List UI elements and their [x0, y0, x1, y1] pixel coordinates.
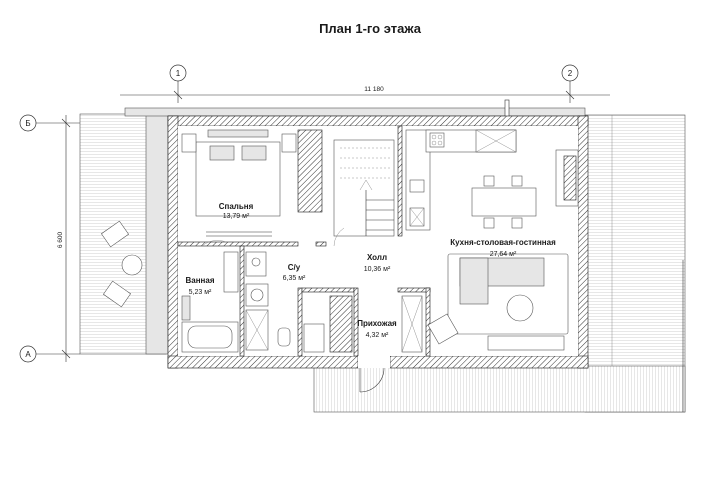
entrance-wardrobe [401, 295, 423, 353]
hall-area: 10,36 м² [364, 266, 391, 273]
axis-row-b: Б [19, 114, 80, 132]
entrance-name: Прихожая [357, 319, 397, 328]
terrace-chair-1 [100, 220, 130, 248]
dimension-horizontal: 11 180 [120, 86, 610, 100]
wc-area: 6,35 м² [283, 275, 306, 282]
axis-label-a: А [25, 350, 31, 359]
bathroom-furniture [181, 251, 239, 353]
entrance-door [358, 356, 390, 393]
entrance-area: 4,32 м² [366, 332, 389, 339]
wc-name: С/у [288, 263, 301, 272]
bedroom-door-swing [201, 240, 227, 247]
roof-overhang [124, 107, 586, 117]
bedroom-furniture [181, 129, 323, 237]
bedroom-area: 13,79 м² [223, 213, 250, 220]
dimension-vertical: 6 600 [57, 115, 71, 362]
bedroom-name: Спальня [219, 202, 254, 211]
wc-furniture [245, 251, 291, 351]
kitchen-area: 27,64 м² [490, 251, 517, 258]
right-terrace [584, 114, 686, 413]
axis-label-2: 2 [568, 69, 573, 78]
hall-name: Холл [367, 253, 387, 262]
front-porch [313, 365, 686, 413]
plan-title: План 1-го этажа [319, 21, 422, 36]
terrace-table [121, 254, 143, 276]
staircase [333, 139, 395, 237]
bathroom-area: 5,23 м² [189, 289, 212, 296]
axis-column-2: 2 [561, 64, 579, 103]
axis-column-1: 1 [169, 64, 187, 103]
hall-door-swing [333, 227, 345, 247]
axis-label-b: Б [25, 119, 30, 128]
bathroom-name: Ванная [185, 276, 214, 285]
terrace-chair-2 [102, 280, 132, 308]
living-furniture [427, 253, 569, 351]
dimension-height-label: 6 600 [57, 231, 64, 248]
dimension-width-label: 11 180 [364, 86, 384, 93]
exterior-walls [167, 115, 589, 369]
interior-walls [177, 125, 431, 357]
kitchen-name: Кухня-столовая-гостинная [450, 238, 556, 247]
axis-label-1: 1 [176, 69, 181, 78]
hall-side-storage [303, 295, 353, 353]
terrace-glazing [145, 113, 169, 355]
axis-row-a: А [19, 345, 80, 363]
kitchen-furniture [405, 129, 579, 231]
